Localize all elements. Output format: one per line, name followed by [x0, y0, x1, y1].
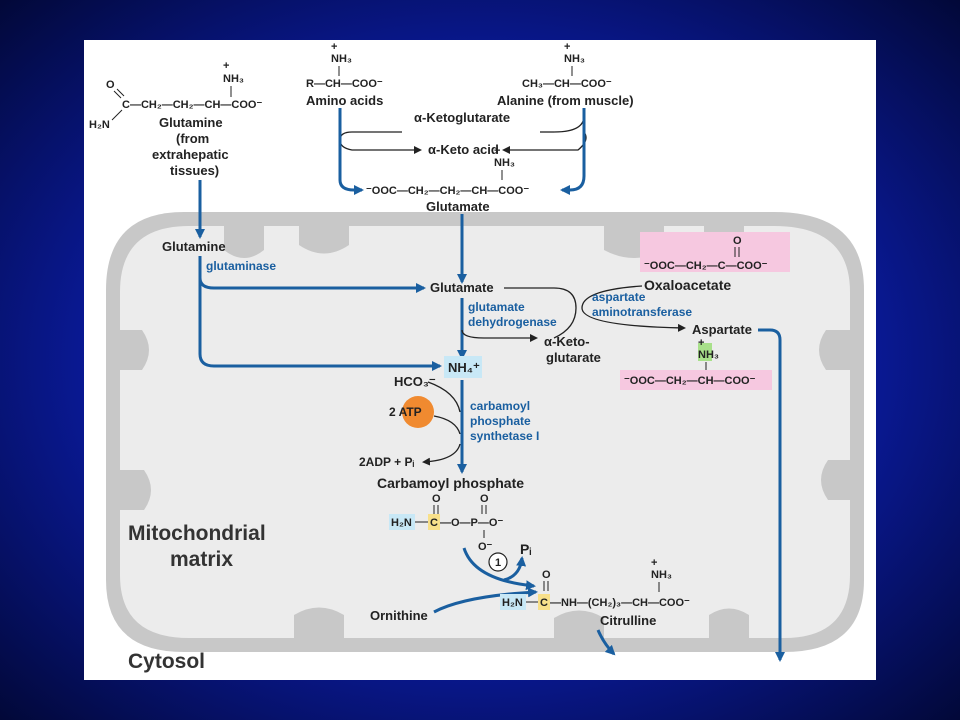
citrulline-label: Citrulline [600, 613, 656, 628]
gdh-to-alpha-kg-arrow [461, 329, 538, 342]
amino-acid-formula: R—CH—COO⁻ [306, 78, 383, 90]
adp-label: 2ADP + Pᵢ [359, 455, 414, 469]
aspartate-export-arrow [758, 328, 785, 662]
glutamine-double-bond-2 [116, 88, 125, 97]
amino-acids-to-glutamate-arrow [338, 108, 364, 195]
cp-o-c: O [432, 493, 441, 505]
ketoglutarate-loop-left [339, 131, 422, 154]
aspartate-label: Aspartate [692, 322, 752, 337]
cps-label-2: phosphate [470, 414, 531, 428]
cps-label-1: carbamoyl [470, 399, 530, 413]
glutamate-top-nh3: NH₃ [494, 157, 515, 169]
alanine-plus: + [564, 41, 570, 53]
glutamate-top-label: Glutamate [426, 199, 490, 214]
cps-label-3: synthetase I [470, 429, 539, 443]
glutamate-to-alpha-kg-ast [504, 287, 577, 339]
cp-h2n-box [389, 514, 415, 530]
gdh-label-2: dehydrogenase [468, 315, 557, 329]
aspartate-nh3-box [698, 343, 712, 361]
nh4-box [444, 356, 482, 378]
alpha-keto-acid-label: α-Keto acid [428, 142, 499, 157]
alpha-ketoglutarate-label: α-Ketoglutarate [414, 110, 510, 125]
oxaloacetate-to-aspartate-arrow [581, 285, 686, 332]
mitochondrial-matrix-label-2: matrix [170, 548, 233, 571]
citrulline-export-arrow [596, 629, 616, 656]
glutamine-h2n-label: H₂N [89, 119, 110, 131]
nh4-label: NH₄⁺ [448, 360, 480, 375]
amino-acids-label: Amino acids [306, 93, 383, 108]
adp-output-curve [422, 443, 461, 466]
glutamine-plus: + [223, 60, 229, 72]
glutaminase-label: glutaminase [206, 259, 276, 273]
glutamate-top-formula: ⁻OOC—CH₂—CH₂—CH—COO⁻ [366, 185, 529, 197]
alpha-kg-label-1: α-Keto- [544, 334, 590, 349]
glutamate-mito-label: Glutamate [430, 280, 494, 295]
atp-circle [402, 396, 434, 428]
alanine-to-glutamate-arrow [560, 108, 586, 195]
hco3-input-curve [427, 381, 461, 413]
glutamine-to-nh4-arrow [198, 278, 442, 371]
alpha-kg-label-2: glutarate [546, 350, 601, 365]
cytosol-label: Cytosol [128, 650, 205, 673]
citrulline-plus: + [651, 557, 657, 569]
aspartate-formula: ⁻OOC—CH₂—CH—COO⁻ [624, 375, 756, 387]
glutamine-formula: C—CH₂—CH₂—CH—COO⁻ [122, 99, 262, 111]
glutamine-source-1: (from [176, 131, 209, 146]
glutamine-nh3: NH₃ [223, 73, 244, 85]
ornithine-input-arrow [433, 587, 538, 614]
glutamine-source-3: tissues) [170, 163, 219, 178]
citrulline-o: O [542, 569, 551, 581]
citrulline-formula: —NH—(CH₂)₃—CH—COO⁻ [550, 597, 690, 609]
urea-cycle-diagram: O H₂N C—CH₂—CH₂—CH—COO⁻ NH₃ + Glutamine … [89, 41, 864, 673]
diagram-frame: O H₂N C—CH₂—CH₂—CH—COO⁻ NH₃ + Glutamine … [84, 40, 876, 680]
citrulline-carbon-box [538, 594, 550, 610]
oxaloacetate-label: Oxaloacetate [644, 277, 731, 293]
glutamine-mito-label: Glutamine [162, 239, 226, 254]
glutamine-o-label: O [106, 79, 115, 91]
mitochondrial-matrix-label-1: Mitochondrial [128, 522, 266, 545]
cp-o-p: O [480, 493, 489, 505]
cp-h2n: H₂N [391, 517, 412, 529]
oxaloacetate-o: O [733, 235, 742, 247]
oxaloacetate-formula: ⁻OOC—CH₂—C—COO⁻ [644, 260, 768, 272]
aspartate-box [620, 370, 772, 390]
oxaloacetate-box [640, 232, 790, 272]
carbamoyl-phosphate-label: Carbamoyl phosphate [377, 475, 524, 491]
step-1-label: 1 [495, 557, 501, 569]
glutamine-double-bond [113, 90, 122, 99]
hco3-label: HCO₃⁻ [394, 374, 436, 389]
glutamine-source-2: extrahepatic [152, 147, 229, 162]
citrulline-carbon: C [540, 597, 548, 609]
cp-rest: —O—P—O⁻ [440, 517, 503, 529]
keto-acid-arrow [502, 131, 587, 154]
ornithine-label: Ornithine [370, 608, 428, 623]
glutamine-n-bond [111, 109, 123, 121]
aspartate-plus: + [698, 337, 704, 349]
cp-o-minus: O⁻ [478, 541, 493, 553]
ast-label-1: aspartate [592, 290, 646, 304]
cp-carbon: C [430, 517, 438, 529]
alanine-nh3: NH₃ [564, 53, 585, 65]
citrulline-h2n: H₂N [502, 597, 523, 609]
carbamoyl-phosphate-to-citrulline-arrow [462, 547, 536, 591]
citrulline-nh3: NH₃ [651, 569, 672, 581]
pi-release-arrow [503, 556, 527, 582]
citrulline-h2n-box [500, 594, 526, 610]
atp-input-curve [433, 415, 461, 435]
glutamine-top-label: Glutamine [159, 115, 223, 130]
gdh-label-1: glutamate [468, 300, 525, 314]
cp-carbon-box [428, 514, 440, 530]
ketoglutarate-loop-right [553, 115, 585, 133]
alanine-label: Alanine (from muscle) [497, 93, 634, 108]
mitochondrial-matrix [120, 226, 850, 638]
aspartate-nh3: NH₃ [698, 349, 719, 361]
amino-acid-plus: + [331, 41, 337, 53]
glutamate-top-plus: + [494, 145, 500, 157]
ast-label-2: aminotransferase [592, 305, 692, 319]
alanine-formula: CH₃—CH—COO⁻ [522, 78, 612, 90]
atp-label: 2 ATP [389, 405, 422, 419]
amino-acid-nh3: NH₃ [331, 53, 352, 65]
step-1-circle [488, 552, 508, 572]
pi-label: Pᵢ [520, 541, 531, 557]
